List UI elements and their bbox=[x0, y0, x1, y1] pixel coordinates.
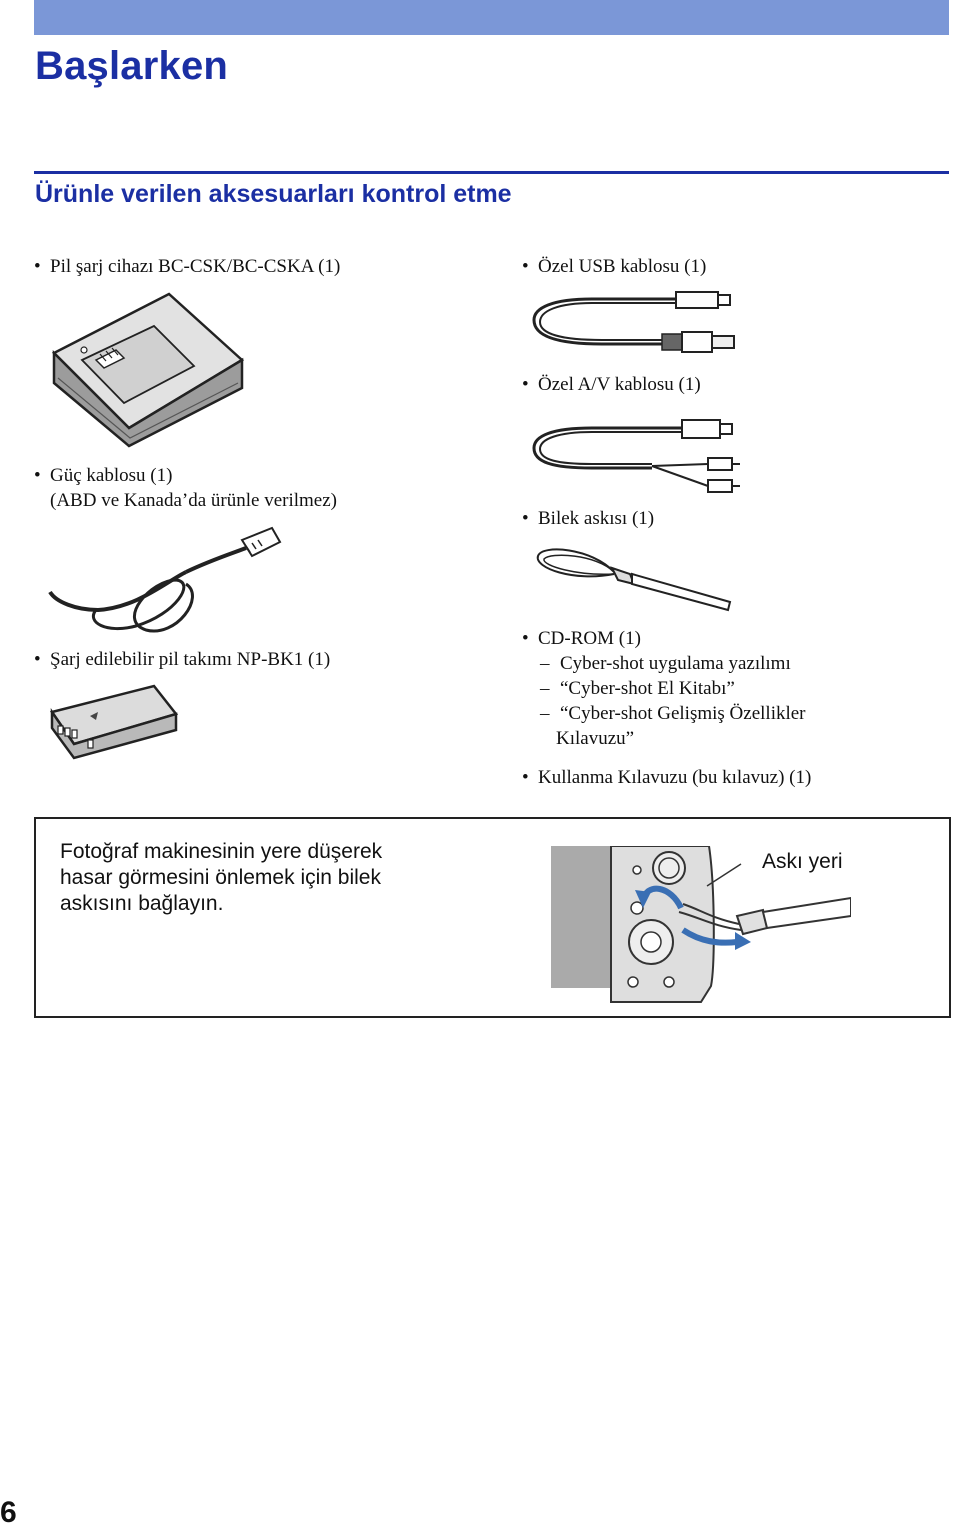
item-manual: • Kullanma Kılavuzu (bu kılavuz) (1) bbox=[522, 765, 811, 790]
bullet-icon: • bbox=[522, 374, 529, 395]
item-cdrom-label: CD-ROM (1) bbox=[538, 628, 641, 649]
bullet-icon: • bbox=[34, 256, 41, 277]
page-title: Başlarken bbox=[35, 44, 229, 88]
note-line-1: Fotoğraf makinesinin yere düşerek bbox=[60, 840, 383, 863]
bullet-icon: • bbox=[522, 508, 529, 529]
bullet-icon: • bbox=[34, 465, 41, 486]
cdrom-content-2: –“Cyber-shot El Kitabı” bbox=[540, 678, 735, 699]
bullet-icon: • bbox=[522, 628, 529, 649]
cdrom-content-3-cont: Kılavuzu” bbox=[556, 728, 635, 749]
bullet-icon: • bbox=[34, 649, 41, 670]
item-manual-label: Kullanma Kılavuzu (bu kılavuz) (1) bbox=[538, 767, 812, 788]
item-battery-label: Şarj edilebilir pil takımı NP-BK1 (1) bbox=[50, 649, 331, 670]
wrist-strap-illustration bbox=[536, 548, 732, 612]
item-charger-label: Pil şarj cihazı BC-CSK/BC-CSKA (1) bbox=[50, 256, 341, 277]
battery-illustration bbox=[49, 684, 179, 760]
usb-cable-illustration bbox=[532, 291, 735, 353]
cdrom-content-3: –“Cyber-shot Gelişmiş Özellikler bbox=[540, 703, 806, 724]
page-number: 6 bbox=[0, 1496, 17, 1529]
item-usb-cable: • Özel USB kablosu (1) bbox=[522, 254, 706, 279]
power-cord-illustration bbox=[48, 526, 282, 633]
item-usb-cable-label: Özel USB kablosu (1) bbox=[538, 256, 707, 277]
item-wrist-strap: • Bilek askısı (1) bbox=[522, 506, 654, 531]
item-power-cord: • Güç kablosu (1) (ABD ve Kanada’da ürünl… bbox=[34, 463, 337, 513]
note-box: Fotoğraf makinesinin yere düşerek hasar … bbox=[34, 817, 951, 1018]
cdrom-content-1: –Cyber-shot uygulama yazılımı bbox=[540, 653, 791, 674]
item-power-cord-note: (ABD ve Kanada’da ürünle verilmez) bbox=[50, 490, 337, 511]
note-line-2: hasar görmesini önlemek için bilek bbox=[60, 866, 381, 889]
note-text: Fotoğraf makinesinin yere düşerek hasar … bbox=[60, 839, 382, 917]
camera-strap-illustration bbox=[551, 846, 851, 1003]
note-line-3: askısını bağlayın. bbox=[60, 892, 224, 915]
section-divider bbox=[34, 171, 949, 174]
charger-illustration bbox=[51, 292, 245, 448]
av-cable-illustration bbox=[532, 419, 740, 493]
bullet-icon: • bbox=[522, 767, 529, 788]
item-power-cord-label: Güç kablosu (1) bbox=[50, 465, 173, 486]
item-av-cable: • Özel A/V kablosu (1) bbox=[522, 372, 701, 397]
item-wrist-strap-label: Bilek askısı (1) bbox=[538, 508, 655, 529]
item-charger: • Pil şarj cihazı BC-CSK/BC-CSKA (1) bbox=[34, 254, 340, 279]
item-cdrom: • CD-ROM (1) –Cyber-shot uygulama yazılım… bbox=[522, 626, 806, 751]
section-title: Ürünle verilen aksesuarları kontrol etme bbox=[35, 180, 512, 208]
bullet-icon: • bbox=[522, 256, 529, 277]
item-battery: • Şarj edilebilir pil takımı NP-BK1 (1) bbox=[34, 647, 330, 672]
item-av-cable-label: Özel A/V kablosu (1) bbox=[538, 374, 701, 395]
header-bar bbox=[34, 0, 949, 35]
strap-location-label: Askı yeri bbox=[762, 850, 843, 873]
